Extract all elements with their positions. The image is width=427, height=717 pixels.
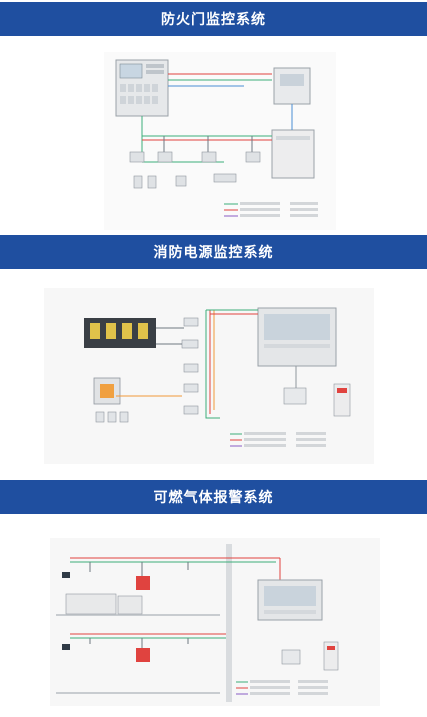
line-drops	[163, 136, 253, 152]
door-bar	[213, 173, 237, 183]
kitchen-equipment	[65, 593, 143, 615]
floor-lower	[56, 692, 220, 694]
sensor	[183, 363, 199, 373]
workstation	[283, 383, 351, 417]
power-cabinet	[271, 67, 315, 179]
workstation	[281, 641, 339, 671]
door-module	[245, 151, 261, 163]
door-module	[157, 151, 173, 163]
door-closer	[147, 175, 157, 189]
sensor	[183, 405, 199, 415]
section-title: 消防电源监控系统	[153, 245, 274, 261]
floor-upper	[56, 614, 220, 616]
door-module	[201, 151, 217, 163]
door-module	[129, 151, 145, 163]
breaker	[93, 377, 121, 405]
sensor	[183, 317, 199, 327]
door-closer	[133, 175, 143, 189]
gas-alarm-diagram-svg	[56, 544, 339, 702]
gas-controller	[257, 579, 323, 621]
section-title: 可燃气体报警系统	[153, 490, 274, 506]
section-title: 防火门监控系统	[161, 12, 266, 28]
bus-green	[205, 310, 220, 419]
gas-detector	[62, 644, 70, 650]
alarm-controllers	[136, 576, 150, 662]
switchgear	[84, 318, 156, 348]
gas-detector	[62, 572, 70, 578]
legend	[224, 202, 318, 217]
fire-door-controller	[115, 59, 169, 117]
section-banner-power-monitor: 消防电源监控系统	[0, 235, 427, 269]
wall	[226, 544, 232, 702]
monitor-host	[257, 307, 337, 367]
sensor	[183, 383, 199, 393]
meter	[119, 411, 129, 423]
power-monitor-diagram	[44, 288, 374, 464]
drops-upper	[89, 562, 189, 576]
legend	[230, 432, 326, 447]
fire-door-diagram-svg	[115, 59, 318, 217]
drops-lower	[89, 638, 189, 648]
gas-alarm-diagram	[50, 538, 380, 706]
section-banner-gas-alarm: 可燃气体报警系统	[0, 480, 427, 514]
sensor	[181, 339, 199, 349]
legend	[236, 680, 328, 695]
fire-door-diagram	[104, 52, 336, 230]
section-banner-fire-door: 防火门监控系统	[0, 2, 427, 36]
meter	[107, 411, 117, 423]
power-monitor-diagram-svg	[84, 307, 351, 447]
meter	[95, 411, 105, 423]
door-sensor	[175, 175, 187, 187]
